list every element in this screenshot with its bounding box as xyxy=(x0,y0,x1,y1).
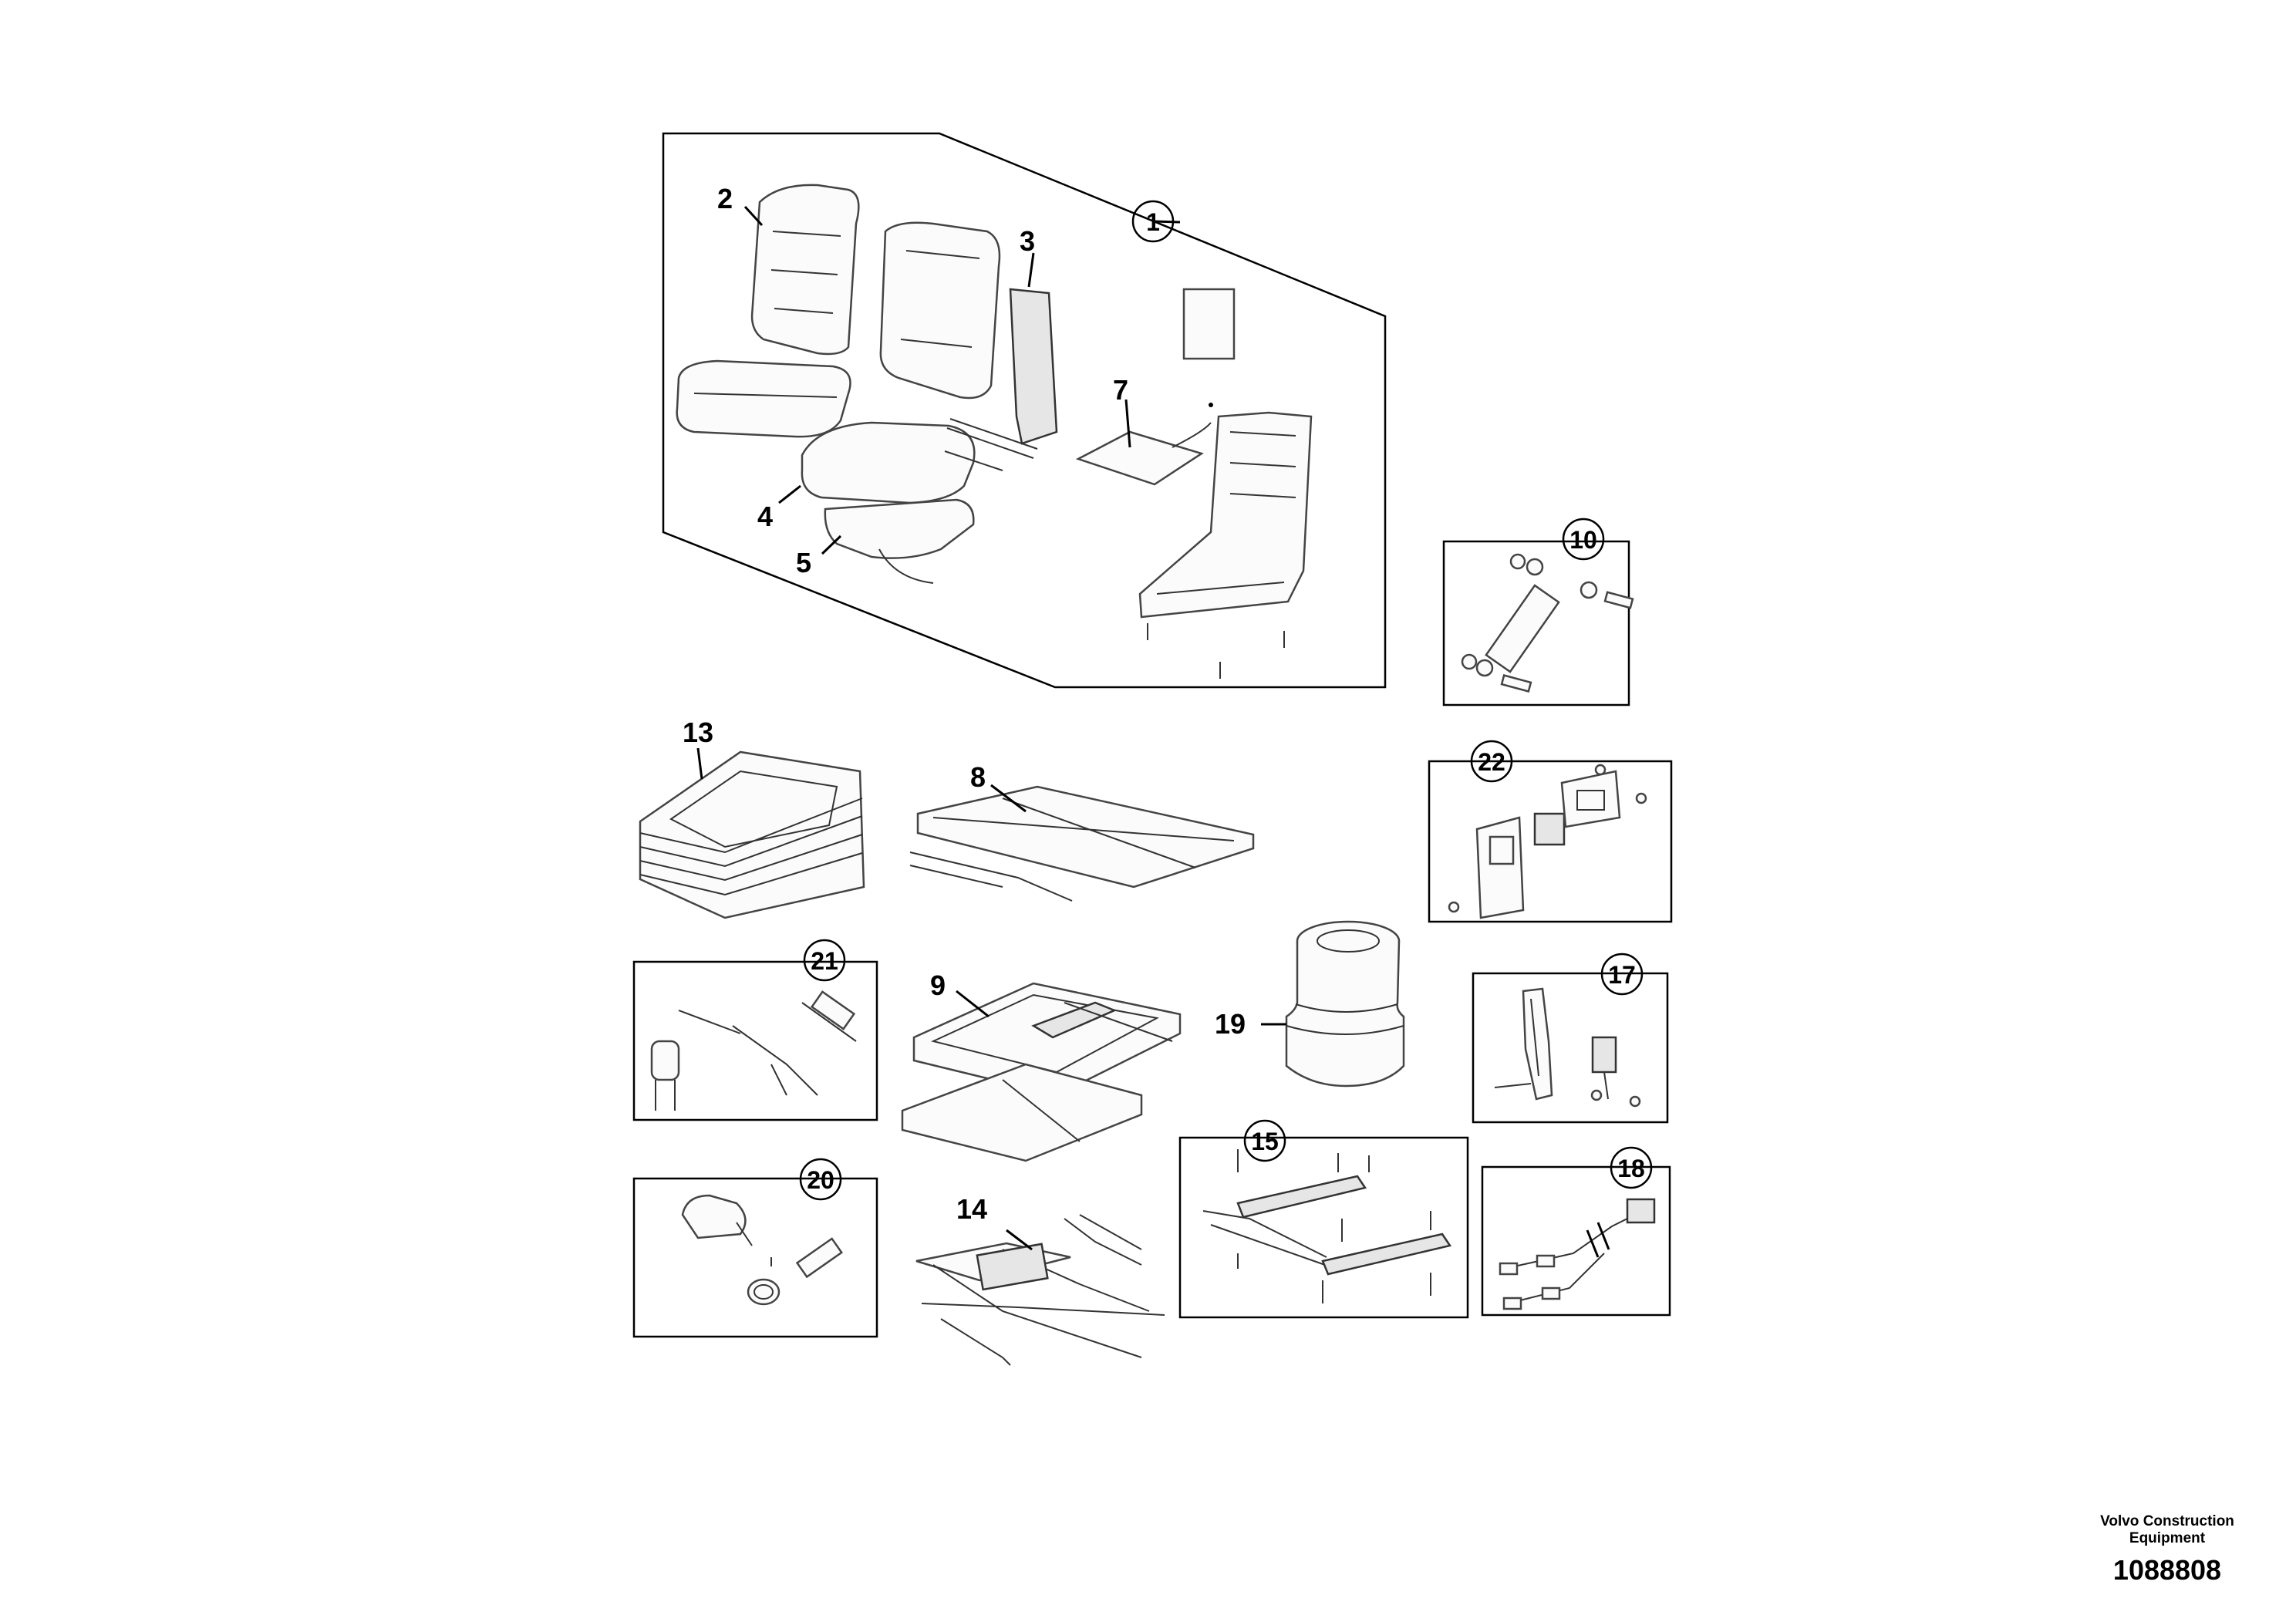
org-name-line-1: Volvo Construction xyxy=(2100,1513,2234,1529)
seat-assembly-group: 2 3 7 4 5 1 xyxy=(662,132,1387,689)
switch-group: 22 xyxy=(1428,740,1673,923)
suspension-base-group: 9 xyxy=(901,969,1182,1162)
bellows-group: 13 xyxy=(639,717,865,919)
slide-kit-group: 15 xyxy=(1178,1119,1469,1319)
air-spring-group: 19 xyxy=(1215,920,1405,1088)
armrest-knob-group: 20 xyxy=(632,1158,878,1338)
seat-belt-group: 17 xyxy=(1472,953,1669,1124)
label-19: 19 xyxy=(1215,1008,1246,1040)
seat-frame-part xyxy=(1138,411,1313,619)
seat-cushion-4-part xyxy=(801,421,976,504)
drawing-number: 1088808 xyxy=(2112,1554,2222,1586)
bellows-part xyxy=(639,750,865,919)
label-8: 8 xyxy=(970,761,986,793)
label-15: 15 xyxy=(1251,1128,1279,1155)
label-13: 13 xyxy=(683,717,713,748)
seat-cushion-part xyxy=(676,359,851,438)
org-name-line-2: Equipment xyxy=(2129,1530,2206,1546)
shock-absorber-part xyxy=(1485,584,1560,673)
label-4: 4 xyxy=(757,501,773,532)
lumbar-kit-group: 21 xyxy=(632,939,878,1121)
label-1: 1 xyxy=(1146,208,1160,236)
label-10: 10 xyxy=(1569,526,1597,554)
label-5: 5 xyxy=(796,547,811,578)
wiring-harness-group: 18 xyxy=(1481,1146,1671,1317)
label-18: 18 xyxy=(1617,1155,1645,1182)
label-22: 22 xyxy=(1478,748,1505,776)
seat-back-center-part xyxy=(879,221,1001,400)
title-block: Volvo Construction Equipment 1088808 xyxy=(2052,1513,2283,1587)
slide-rail-part xyxy=(916,785,1255,889)
air-spring-part xyxy=(1285,940,1405,1088)
backrest-side-part xyxy=(1009,288,1058,445)
slide-rails-group: 8 xyxy=(909,761,1255,902)
label-20: 20 xyxy=(807,1166,834,1194)
heating-pad-part xyxy=(1075,430,1204,486)
label-7: 7 xyxy=(1113,374,1128,406)
shock-absorber-group: 10 xyxy=(1442,518,1634,706)
label-2: 2 xyxy=(717,183,733,214)
label-21: 21 xyxy=(811,947,838,975)
scissor-frame-group: 14 xyxy=(915,1193,1165,1366)
label-3: 3 xyxy=(1020,225,1035,257)
seat-back-part xyxy=(750,184,860,356)
label-17: 17 xyxy=(1608,961,1636,989)
label-14: 14 xyxy=(956,1193,987,1225)
cushion-base-part xyxy=(824,498,975,559)
label-9: 9 xyxy=(930,969,946,1001)
cover-plate-part xyxy=(1182,288,1236,360)
